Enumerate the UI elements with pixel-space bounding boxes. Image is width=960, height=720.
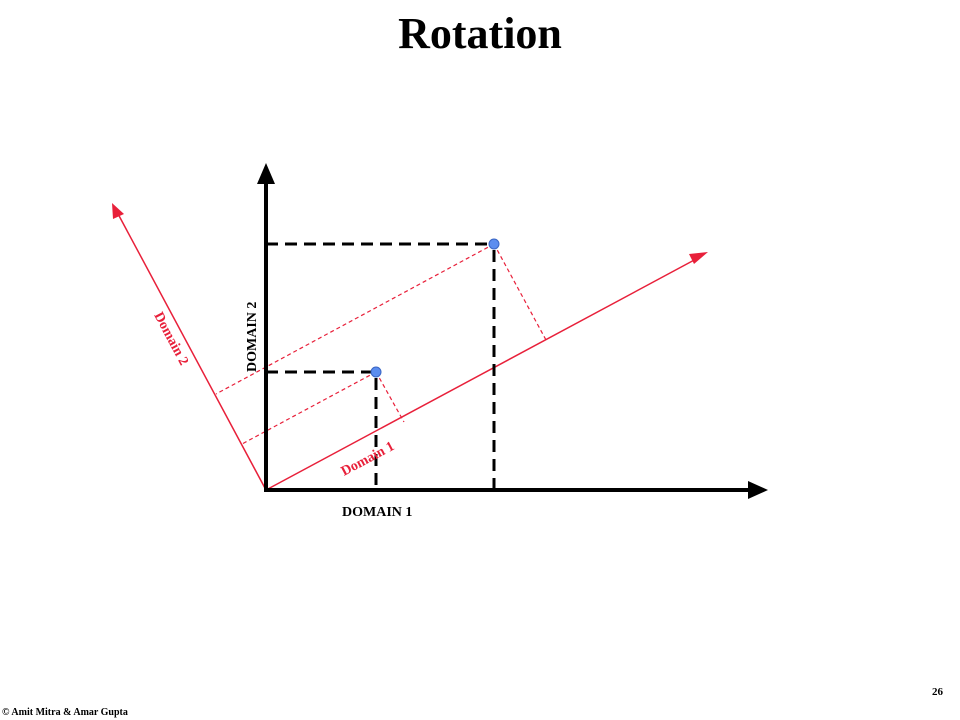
original-axis-y-label: DOMAIN 2 — [245, 302, 260, 372]
original-axis-x-label: DOMAIN 1 — [342, 505, 412, 520]
point-1 — [370, 366, 382, 378]
projection-p2-to-rotated-axis-2 — [215, 243, 495, 395]
slide-title: Rotation — [398, 9, 562, 58]
copyright-notice: © Amit Mitra & Amar Gupta — [2, 707, 128, 718]
point-2 — [488, 238, 500, 250]
rotated-axis-1 — [265, 257, 699, 491]
rotated-axis-1-arrowhead — [689, 252, 708, 264]
rotated-axis-1-label: Domain 1 — [339, 439, 397, 479]
rotated-axis-2 — [116, 211, 267, 491]
projection-p2-to-rotated-axis-1 — [493, 243, 547, 341]
original-axis-y-arrowhead — [257, 163, 275, 184]
rotated-axis-2-arrowhead — [112, 203, 124, 219]
projection-p1-to-rotated-axis-2 — [241, 371, 377, 445]
original-axis-x-arrowhead — [748, 481, 768, 499]
page-number: 26 — [932, 686, 943, 698]
projection-p1-to-rotated-axis-1 — [375, 371, 405, 423]
